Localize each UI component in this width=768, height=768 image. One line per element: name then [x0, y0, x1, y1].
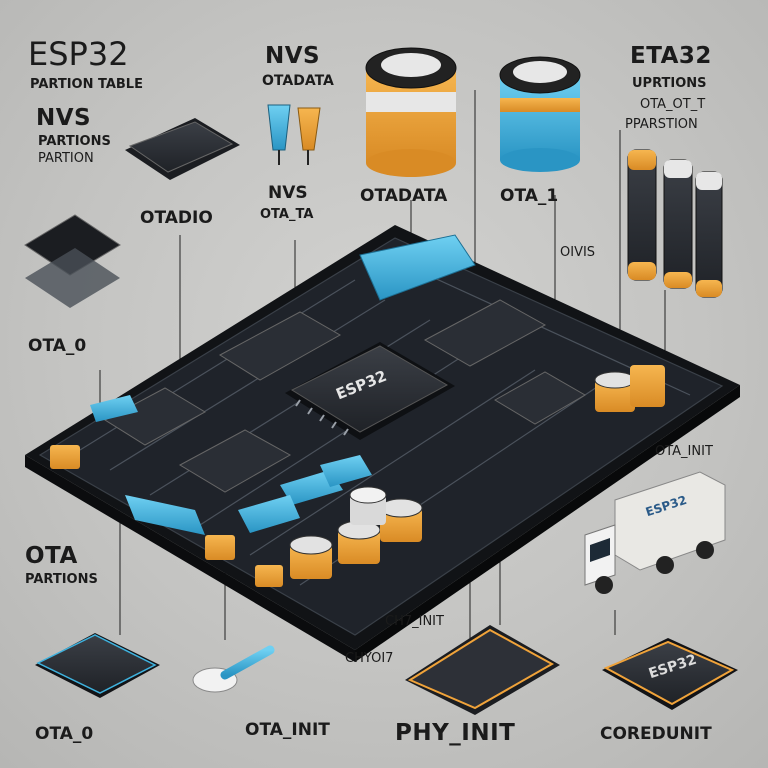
- nvs-label-left: NVS: [36, 105, 92, 131]
- left-chip-stack: [24, 214, 121, 308]
- nvs-probes: [267, 104, 321, 165]
- bottom-left-chip: [35, 633, 160, 698]
- battery-cells: [627, 149, 723, 298]
- ota-label: OTA: [25, 543, 78, 569]
- ovis-label: OIVIS: [560, 245, 596, 260]
- ota-init-label-right: OTA_INIT: [655, 444, 713, 459]
- bottom-center-board: [405, 625, 560, 715]
- otadata-cylinder: [365, 47, 457, 177]
- ota-ot-t-label: OTA_OT_T: [640, 97, 706, 112]
- otadata-label: OTADATA: [360, 186, 448, 206]
- bottom-right-chip: [602, 638, 738, 710]
- phy-init-label: PHY_INIT: [395, 720, 516, 746]
- esp32-title: ESP32: [28, 35, 129, 73]
- board-capacitors: [50, 365, 665, 587]
- board-chips: [90, 234, 586, 535]
- ota-partitions-label: PARTIONS: [25, 572, 98, 587]
- ota-1-label: OTA_1: [500, 186, 559, 206]
- ota1-cylinder: [499, 56, 581, 172]
- eta32-title: ETA32: [630, 43, 712, 69]
- ota-0-label-bottom: OTA_0: [35, 724, 94, 744]
- coredunit-label: COREDUNIT: [600, 724, 712, 744]
- chy-label: CHYOI7: [345, 651, 394, 666]
- otadata-label-top: OTADATA: [262, 73, 334, 89]
- main-cpu-chip: [285, 342, 455, 440]
- spoon-probe: [192, 645, 275, 693]
- ota-init-label-bottom: OTA_INIT: [245, 720, 330, 740]
- ota-ta-label: OTA_TA: [260, 207, 314, 222]
- nvs-label-top: NVS: [265, 43, 321, 69]
- partion-label: PARTION: [38, 151, 94, 166]
- partitions-label: PARTIONS: [38, 134, 111, 149]
- pparstion-label: PPARSTION: [625, 117, 698, 132]
- otadio-label: OTADIO: [140, 208, 213, 228]
- nvs-label-mid: NVS: [268, 183, 308, 203]
- delivery-truck: [584, 471, 726, 594]
- ota-0-label-left: OTA_0: [28, 336, 87, 356]
- left-chip-top: [125, 118, 240, 180]
- partition-table-label: PARTION TABLE: [30, 77, 143, 92]
- ch7-init-label: CH7_INIT: [385, 614, 444, 629]
- uprtions-label: UPRTIONS: [632, 76, 707, 91]
